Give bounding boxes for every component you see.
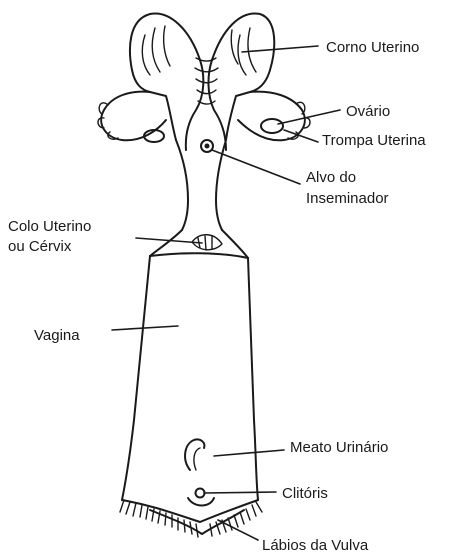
- right-ovary-region: [238, 92, 310, 141]
- leader-ovario: [278, 110, 340, 124]
- leader-alvo-inseminador: [212, 150, 300, 184]
- label-labios-vulva: Lábios da Vulva: [262, 537, 369, 554]
- right-uterine-horn: [208, 13, 274, 150]
- uterine-neck: [176, 140, 226, 230]
- leader-vagina: [112, 326, 178, 330]
- label-colo-line1: Colo Uterino: [8, 218, 91, 235]
- anatomy-drawing: [98, 13, 310, 537]
- label-alvo-line2: Inseminador: [306, 190, 389, 207]
- label-ovario: Ovário: [346, 103, 390, 120]
- label-trompa-uterina: Trompa Uterina: [322, 132, 426, 149]
- label-colo-line2: ou Cérvix: [8, 238, 72, 255]
- leader-labios-vulva: [218, 520, 258, 540]
- label-meato-urinario: Meato Urinário: [290, 439, 388, 456]
- uterine-body-folds: [195, 58, 218, 104]
- left-ovary-region: [98, 92, 166, 142]
- cervix: [150, 230, 248, 258]
- leader-meato-urinario: [214, 450, 284, 456]
- leader-corno-uterino: [242, 46, 318, 52]
- right-ovary: [261, 119, 283, 133]
- left-uterine-horn: [130, 13, 203, 150]
- label-corno-uterino: Corno Uterino: [326, 39, 419, 56]
- leader-clitoris: [204, 492, 276, 493]
- clitoris: [188, 489, 214, 506]
- vagina: [122, 256, 258, 500]
- label-alvo-line1: Alvo do: [306, 169, 356, 186]
- label-clitoris: Clitóris: [282, 485, 328, 502]
- label-vagina: Vagina: [34, 327, 80, 344]
